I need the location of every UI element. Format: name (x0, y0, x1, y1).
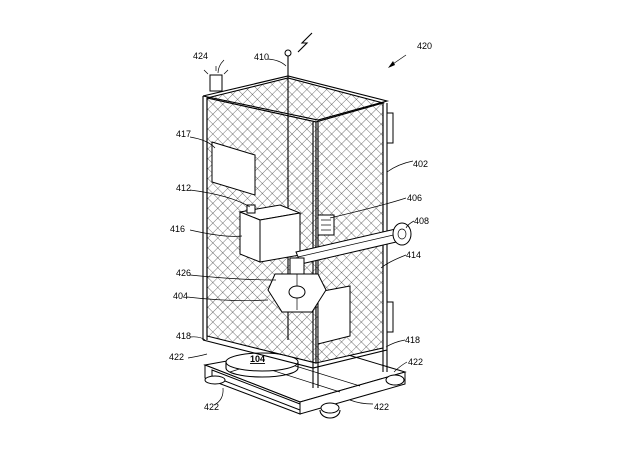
label-leg-left: 418 (176, 331, 191, 341)
label-wheel-left-bottom: 422 (204, 402, 219, 412)
label-leg-right: 418 (405, 335, 420, 345)
label-wheel-right-top: 422 (408, 357, 423, 367)
beacon (204, 66, 228, 91)
label-fig-ref: 420 (417, 41, 432, 51)
label-door: 406 (407, 193, 422, 203)
label-arm-joint: 408 (414, 216, 429, 226)
sensor-box (240, 205, 300, 262)
label-panel: 416 (170, 224, 185, 234)
label-wheel-right-bottom: 422 (374, 402, 389, 412)
antenna (285, 33, 312, 78)
label-display: 417 (176, 129, 191, 139)
label-gripper: 426 (176, 268, 191, 278)
label-antenna: 410 (254, 52, 269, 62)
label-enclosure: 402 (413, 159, 428, 169)
label-beacon: 424 (193, 51, 208, 61)
label-arm: 414 (406, 250, 421, 260)
label-platform: 404 (173, 291, 188, 301)
label-wheel-left-top: 422 (169, 352, 184, 362)
label-sensor: 412 (176, 183, 191, 193)
label-base: 104 (250, 354, 265, 364)
